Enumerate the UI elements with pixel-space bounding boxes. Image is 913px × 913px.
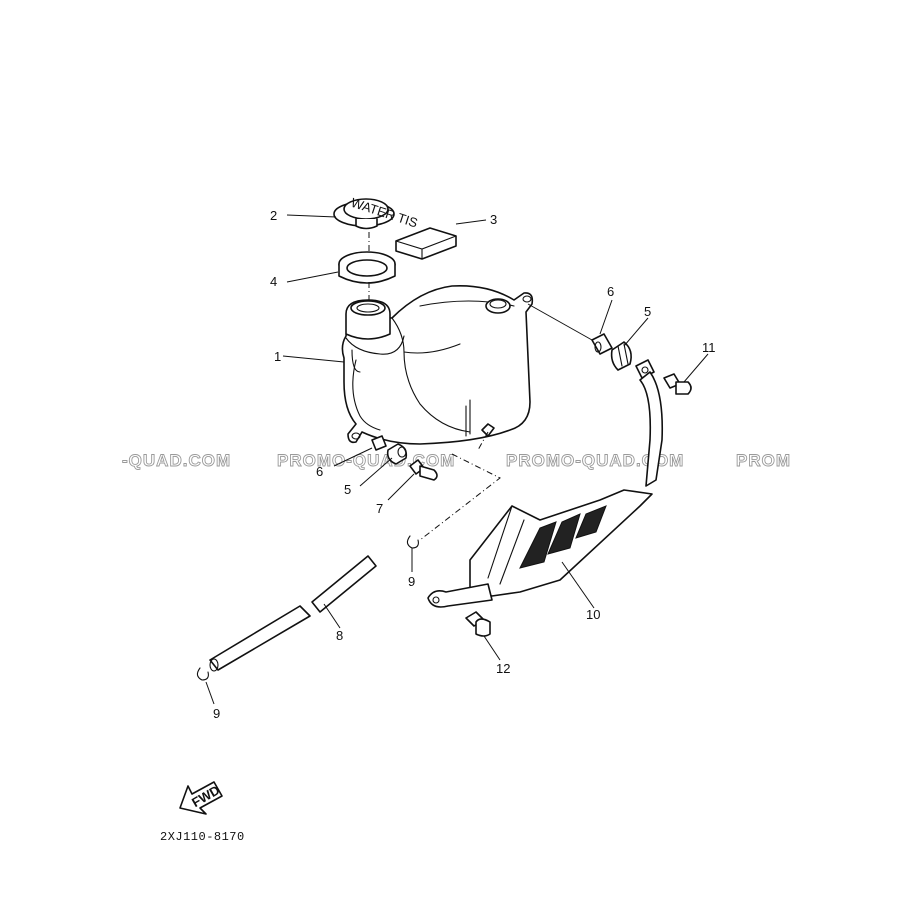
left-mount-parts <box>371 435 438 481</box>
callout-9-lower: 9 <box>213 706 220 721</box>
callout-6-left: 6 <box>316 464 323 479</box>
callout-9-upper: 9 <box>408 574 415 589</box>
leader-lines <box>205 214 709 705</box>
fuel-tank <box>341 284 534 445</box>
bolt-12 <box>465 611 491 637</box>
watermark-4: PROM <box>736 451 791 470</box>
callout-4: 4 <box>270 274 277 289</box>
callout-10: 10 <box>586 607 600 622</box>
callout-5-left: 5 <box>344 482 351 497</box>
watermark-3: PROMO-QUAD.COM <box>506 451 684 470</box>
cap-ring <box>338 251 396 284</box>
watermark-2: PROMO-QUAD.COM <box>277 451 455 470</box>
callout-2: 2 <box>270 208 277 223</box>
bracket-guard <box>427 359 664 608</box>
label-box <box>395 227 457 260</box>
callout-7: 7 <box>376 501 383 516</box>
right-mount-parts <box>527 303 692 395</box>
watermark-strip: -QUAD.COM PROMO-QUAD.COM PROMO-QUAD.COM … <box>122 451 791 471</box>
fwd-arrow-icon: FWD <box>179 781 223 815</box>
callouts: 1 2 3 4 5 5 6 6 7 8 9 9 10 11 12 <box>213 208 716 721</box>
callout-3: 3 <box>490 212 497 227</box>
callout-8: 8 <box>336 628 343 643</box>
fuel-hose <box>209 555 377 672</box>
filler-cap: WATER TIS <box>333 195 420 231</box>
watermark-1: -QUAD.COM <box>122 451 231 470</box>
diagram-code: 2XJ110-8170 <box>160 830 245 844</box>
callout-1: 1 <box>274 349 281 364</box>
callout-6-right: 6 <box>607 284 614 299</box>
callout-5-right: 5 <box>644 304 651 319</box>
callout-12: 12 <box>496 661 510 676</box>
callout-11: 11 <box>702 340 716 355</box>
